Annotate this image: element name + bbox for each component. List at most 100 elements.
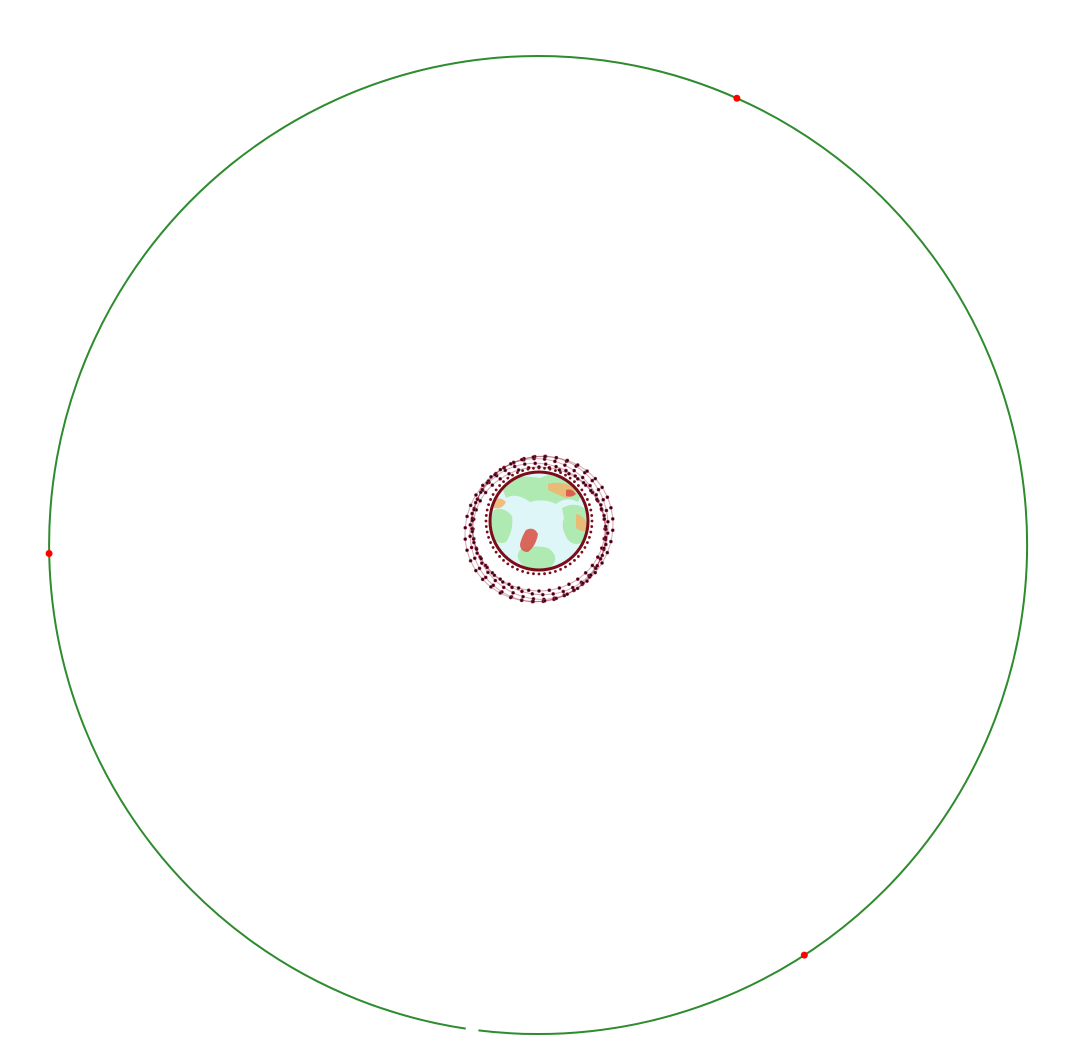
leo-satellite	[606, 519, 610, 524]
outer-orbit	[48, 55, 1029, 1035]
leo-satellite	[470, 511, 475, 516]
leo-satellite	[605, 550, 610, 555]
leo-satellite	[565, 458, 570, 463]
leo-satellite	[483, 575, 488, 580]
leo-satellite	[532, 466, 535, 470]
leo-satellite	[588, 503, 591, 507]
satellite-geo-sat-1	[733, 94, 741, 102]
leo-satellite	[601, 497, 606, 502]
leo-satellite	[519, 598, 524, 603]
leo-satellite	[483, 490, 488, 495]
leo-satellite	[479, 561, 484, 566]
leo-satellite	[572, 588, 576, 593]
leo-satellite	[507, 471, 511, 476]
leo-satellite	[502, 558, 505, 562]
leo-satellite	[506, 476, 510, 480]
leo-satellite	[557, 586, 562, 590]
leo-satellite	[580, 550, 584, 554]
leo-satellite	[494, 488, 498, 492]
leo-satellite	[554, 596, 559, 601]
leo-satellite	[473, 568, 478, 573]
leo-satellite	[553, 570, 557, 573]
leo-satellite	[573, 474, 578, 478]
leo-satellite	[542, 598, 547, 603]
leo-satellite	[540, 592, 545, 597]
leo-satellite	[472, 540, 476, 545]
leo-satellite	[603, 535, 608, 540]
leo-satellite	[463, 525, 468, 530]
leo-satellite	[542, 454, 547, 459]
leo-satellite	[477, 566, 482, 571]
leo-satellite	[576, 484, 580, 487]
leo-satellite	[567, 471, 571, 476]
leo-satellite	[595, 555, 600, 560]
leo-satellite	[493, 578, 498, 583]
leo-satellite	[468, 522, 473, 527]
leo-satellite	[484, 514, 488, 517]
leo-satellite	[548, 571, 552, 575]
leo-satellite	[463, 537, 468, 542]
leo-satellite	[474, 493, 478, 497]
leo-satellite	[581, 581, 585, 586]
leo-satellite	[501, 585, 506, 590]
leo-satellite	[600, 553, 605, 558]
leo-satellite	[561, 589, 566, 594]
leo-satellite	[516, 568, 519, 571]
leo-satellite	[521, 594, 525, 599]
leo-satellite	[553, 469, 557, 472]
leo-satellite	[485, 565, 490, 570]
leo-satellite	[586, 498, 589, 501]
leo-satellite	[576, 555, 580, 558]
leo-satellite	[583, 570, 588, 575]
leo-satellite	[472, 556, 477, 561]
leo-satellite	[498, 484, 502, 487]
leo-orbit-ring	[464, 456, 614, 602]
leo-satellite	[526, 588, 531, 593]
leo-satellite	[516, 468, 521, 472]
leo-satellite	[590, 563, 595, 568]
leo-satellite	[493, 472, 497, 477]
leo-satellite	[580, 475, 585, 480]
leo-satellite	[588, 488, 593, 493]
leo-satellite	[470, 529, 475, 534]
leo-satellite	[521, 570, 525, 573]
leo-satellite	[521, 469, 525, 472]
inner-constellation	[463, 454, 615, 604]
leo-satellite	[583, 493, 587, 496]
leo-satellite	[573, 480, 576, 484]
leo-satellite	[469, 545, 474, 550]
leo-satellite	[508, 461, 513, 466]
leo-satellite	[605, 531, 610, 536]
leo-satellite	[537, 466, 541, 470]
leo-orbit-ring	[471, 458, 607, 600]
leo-satellite	[491, 493, 495, 496]
leo-satellite	[489, 498, 492, 501]
leo-satellite	[519, 457, 524, 462]
leo-satellite	[596, 487, 601, 492]
leo-satellite	[568, 476, 572, 480]
leo-satellite	[603, 524, 608, 529]
leo-satellite	[598, 502, 603, 507]
leo-satellite	[609, 505, 613, 510]
leo-satellite	[512, 464, 517, 469]
leo-satellite	[498, 476, 503, 481]
leo-satellite	[470, 518, 475, 523]
mountain-range-central	[520, 528, 538, 552]
leo-satellite	[590, 514, 594, 517]
leo-satellite	[485, 530, 489, 534]
leo-satellite	[486, 570, 490, 575]
leo-satellite	[593, 476, 598, 481]
leo-satellite	[502, 480, 505, 484]
landmass-west	[490, 508, 513, 544]
leo-satellite	[490, 483, 495, 488]
leo-satellite	[588, 573, 593, 577]
leo-satellite	[602, 546, 606, 551]
leo-satellite	[489, 474, 493, 479]
leo-satellite	[573, 558, 576, 562]
leo-satellite	[589, 508, 593, 512]
leo-satellite	[548, 467, 552, 471]
leo-satellite	[583, 546, 587, 549]
leo-satellite	[487, 503, 490, 507]
leo-satellite	[575, 586, 580, 591]
